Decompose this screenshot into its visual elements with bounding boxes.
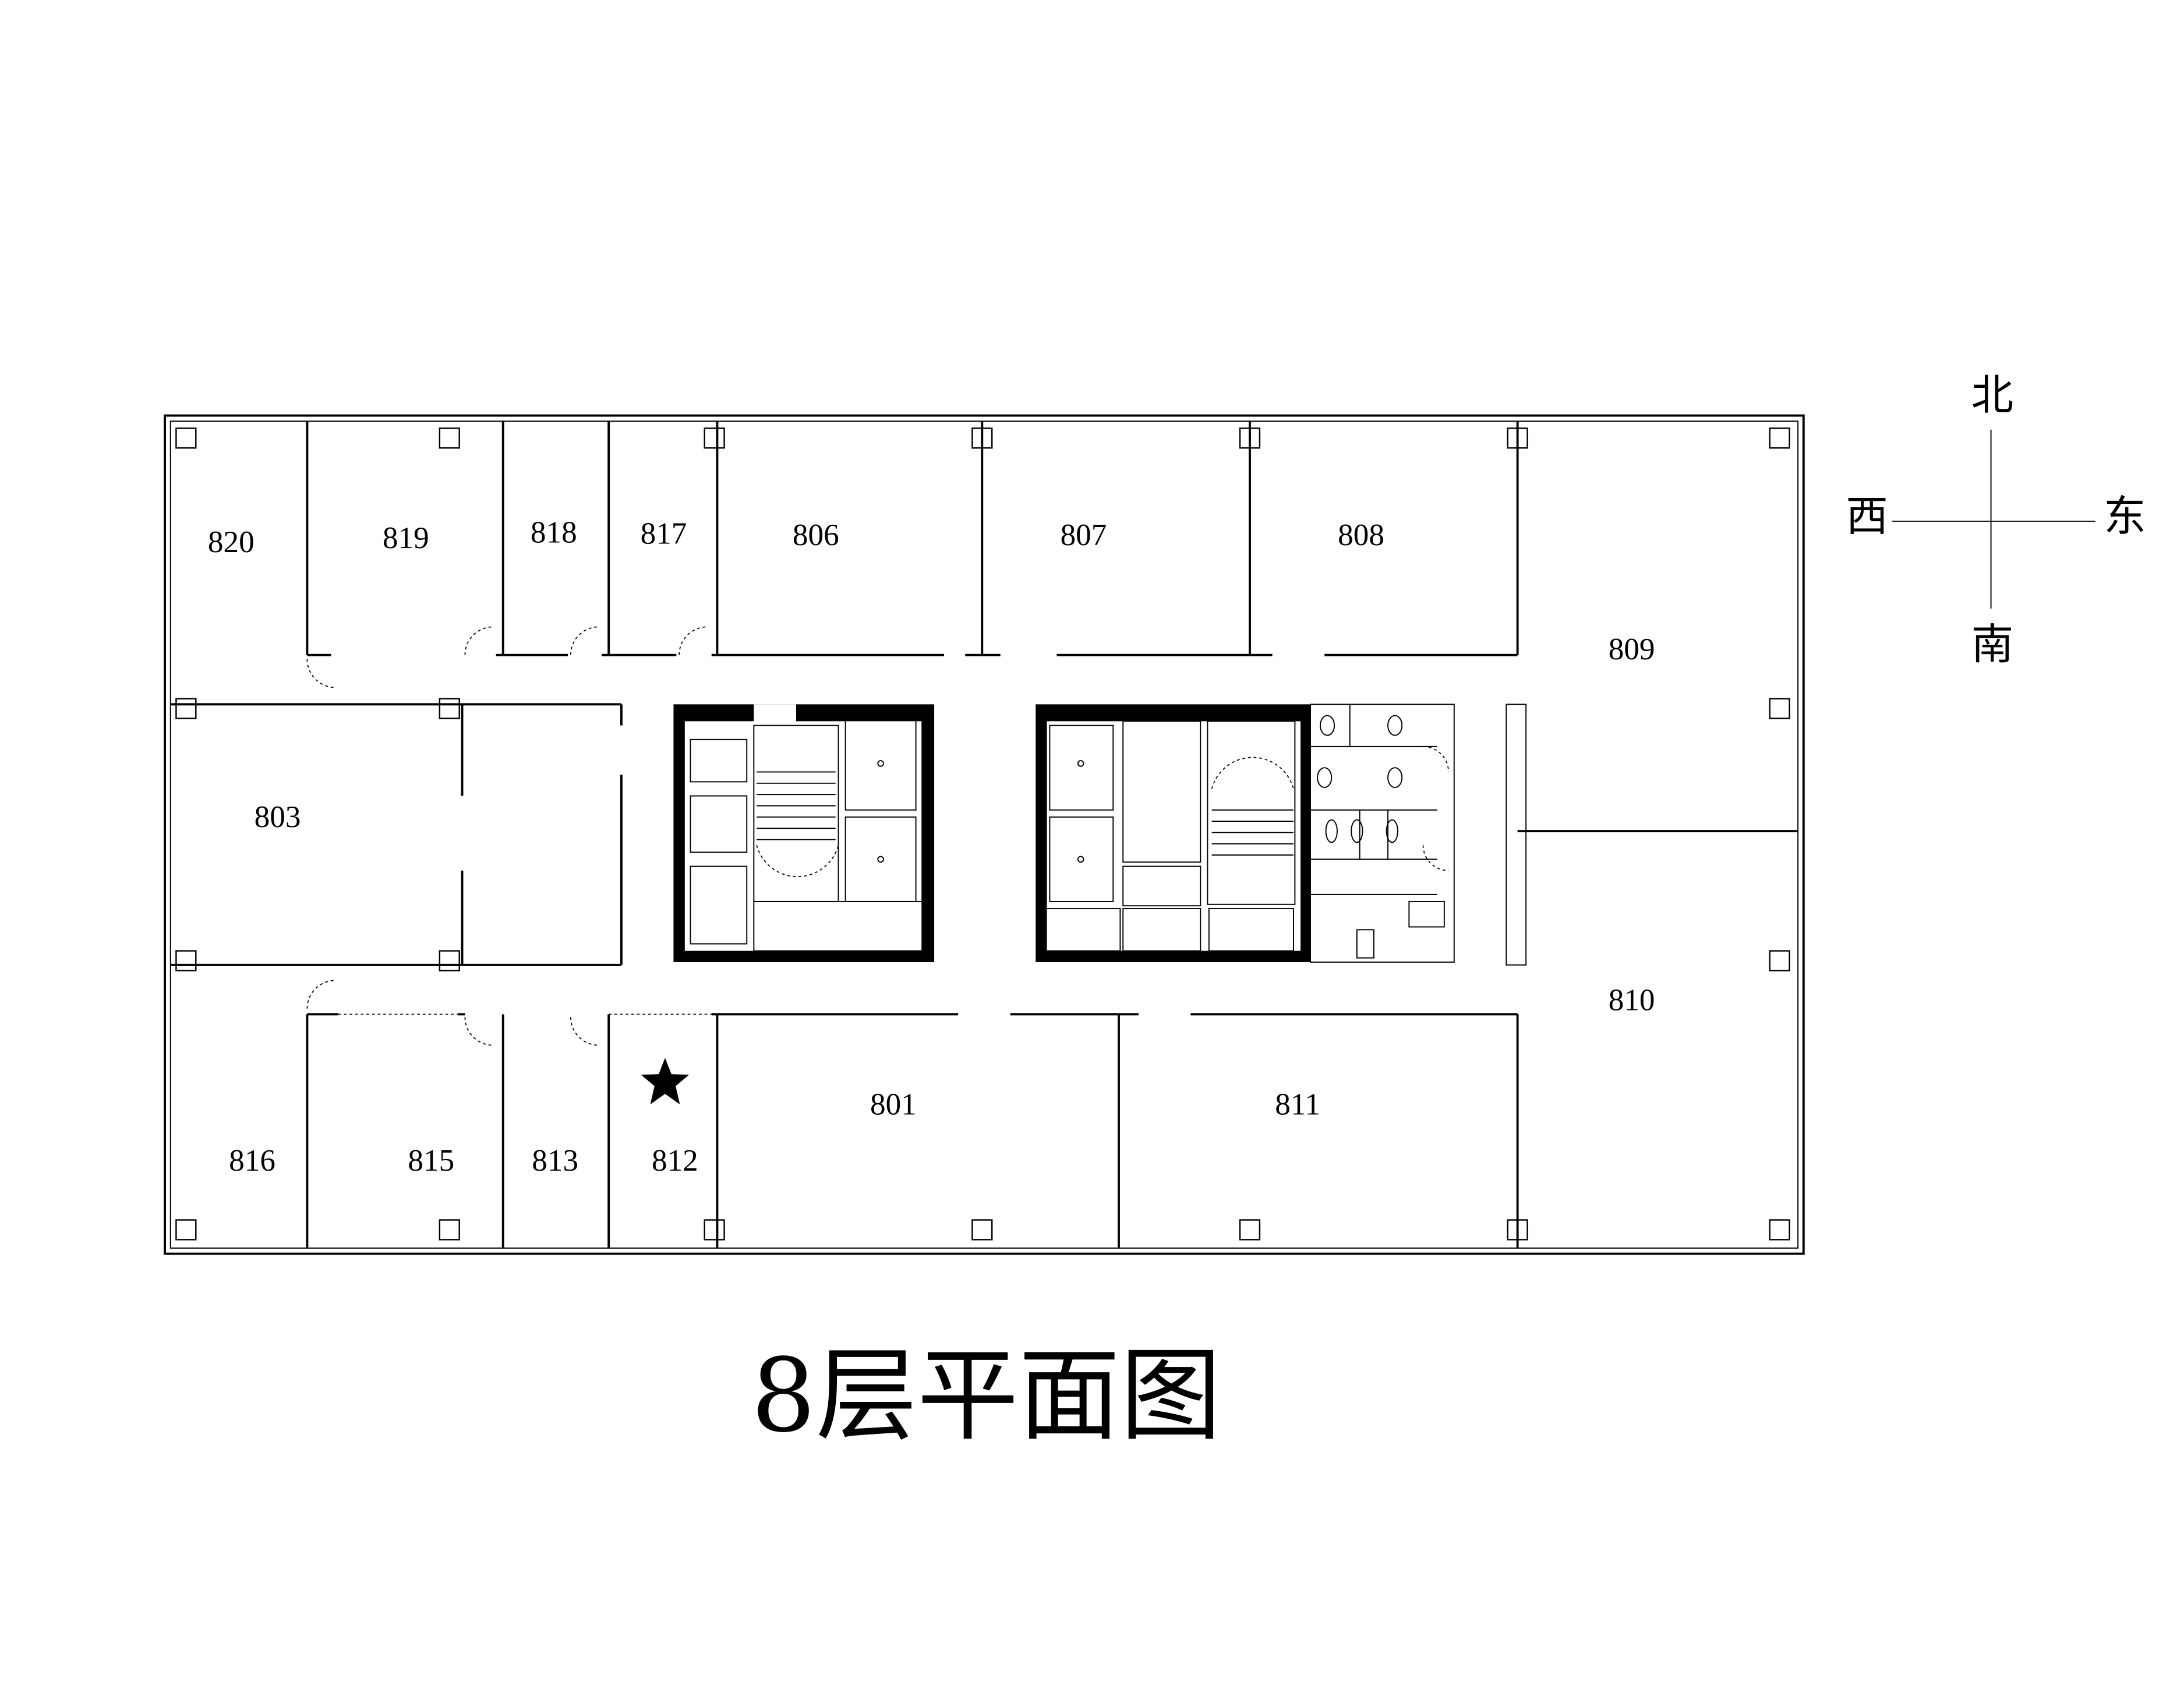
building-outline: [164, 414, 1805, 1255]
compass-east: 东: [2104, 493, 2146, 542]
compass-west: 西: [1846, 493, 1888, 542]
room-809-label: 809: [1609, 632, 1655, 666]
room-811-label: 811: [1275, 1087, 1320, 1121]
page-title: 8层平面图: [751, 1337, 1222, 1455]
east-walls: [1506, 704, 1798, 966]
south-walls: [306, 980, 1519, 1248]
room-813-label: 813: [532, 1143, 578, 1178]
room-819-label: 819: [383, 521, 429, 555]
room-803-label: 803: [255, 800, 301, 834]
columns: [175, 427, 1790, 1241]
room-801-label: 801: [870, 1087, 917, 1121]
room-807-label: 807: [1061, 518, 1107, 552]
left-core: [673, 704, 935, 962]
room-labels: 820 819 818 817 806 807 808 809 803 810 …: [208, 515, 1655, 1178]
north-walls: [306, 421, 1519, 688]
room-808-label: 808: [1338, 518, 1384, 552]
room-810-label: 810: [1609, 983, 1655, 1017]
compass-south: 南: [1971, 621, 2014, 670]
room-806-label: 806: [793, 518, 839, 552]
room-812-label: 812: [652, 1143, 698, 1178]
room-815-label: 815: [408, 1143, 454, 1178]
right-core: [1036, 704, 1455, 963]
compass-north: 北: [1971, 371, 2014, 420]
room-818-label: 818: [531, 515, 577, 549]
star-icon: [641, 1058, 690, 1105]
room-816-label: 816: [229, 1143, 275, 1178]
compass: 北 西 东 南: [1846, 371, 2146, 669]
room-803-walls: [170, 703, 623, 966]
room-820-label: 820: [208, 525, 255, 559]
room-817-label: 817: [641, 517, 687, 551]
